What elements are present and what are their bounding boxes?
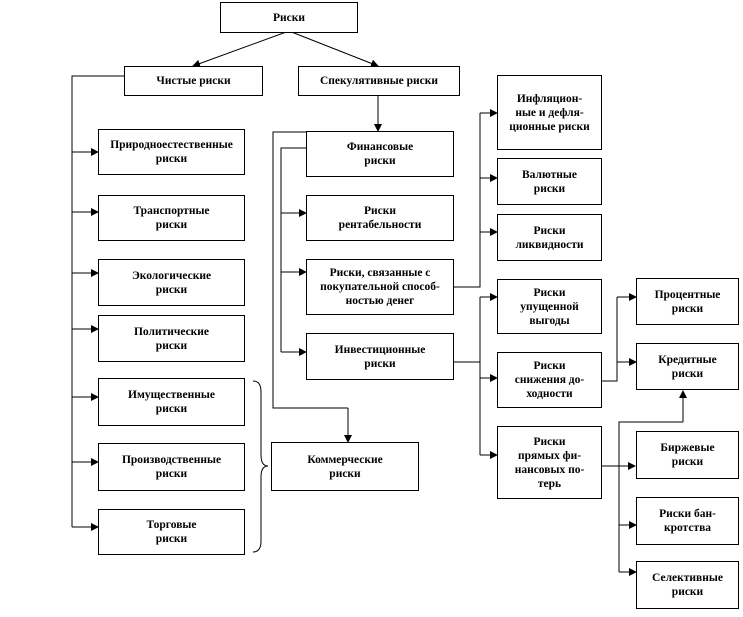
node-exchange-risks: Биржевые риски xyxy=(636,431,739,479)
node-credit-risks: Кредитные риски xyxy=(636,343,739,390)
node-transport-risks: Транспортные риски xyxy=(98,195,245,241)
node-yield-decrease-risks: Риски снижения до- ходности xyxy=(497,352,602,408)
node-pure-risks: Чистые риски xyxy=(124,66,263,96)
node-selective-risks: Селективные риски xyxy=(636,561,739,609)
node-bankruptcy-risks: Риски бан- кротства xyxy=(636,497,739,545)
node-purchasing-power-risks: Риски, связанные с покупательной способ-… xyxy=(306,259,454,315)
node-property-risks: Имущественные риски xyxy=(98,378,245,426)
node-speculative-risks: Спекулятивные риски xyxy=(298,66,460,96)
node-liquidity-risks: Риски ликвидности xyxy=(497,214,602,261)
node-interest-risks: Процентные риски xyxy=(636,278,739,325)
node-profitability-risks: Риски рентабельности xyxy=(306,195,454,241)
node-inflation-risks: Инфляцион- ные и дефля- ционные риски xyxy=(497,75,602,150)
node-natural-risks: Природноестественные риски xyxy=(98,129,245,175)
node-direct-loss-risks: Риски прямых фи- нансовых по- терь xyxy=(497,426,602,499)
node-investment-risks: Инвестиционные риски xyxy=(306,333,454,380)
node-political-risks: Политические риски xyxy=(98,315,245,362)
node-production-risks: Производственные риски xyxy=(98,443,245,491)
node-trade-risks: Торговые риски xyxy=(98,509,245,555)
node-lost-profit-risks: Риски упущенной выгоды xyxy=(497,279,602,334)
node-currency-risks: Валютные риски xyxy=(497,158,602,205)
node-risks: Риски xyxy=(220,2,358,33)
node-ecological-risks: Экологические риски xyxy=(98,259,245,306)
node-commercial-risks: Коммерческие риски xyxy=(271,442,419,491)
node-financial-risks: Финансовые риски xyxy=(306,131,454,177)
